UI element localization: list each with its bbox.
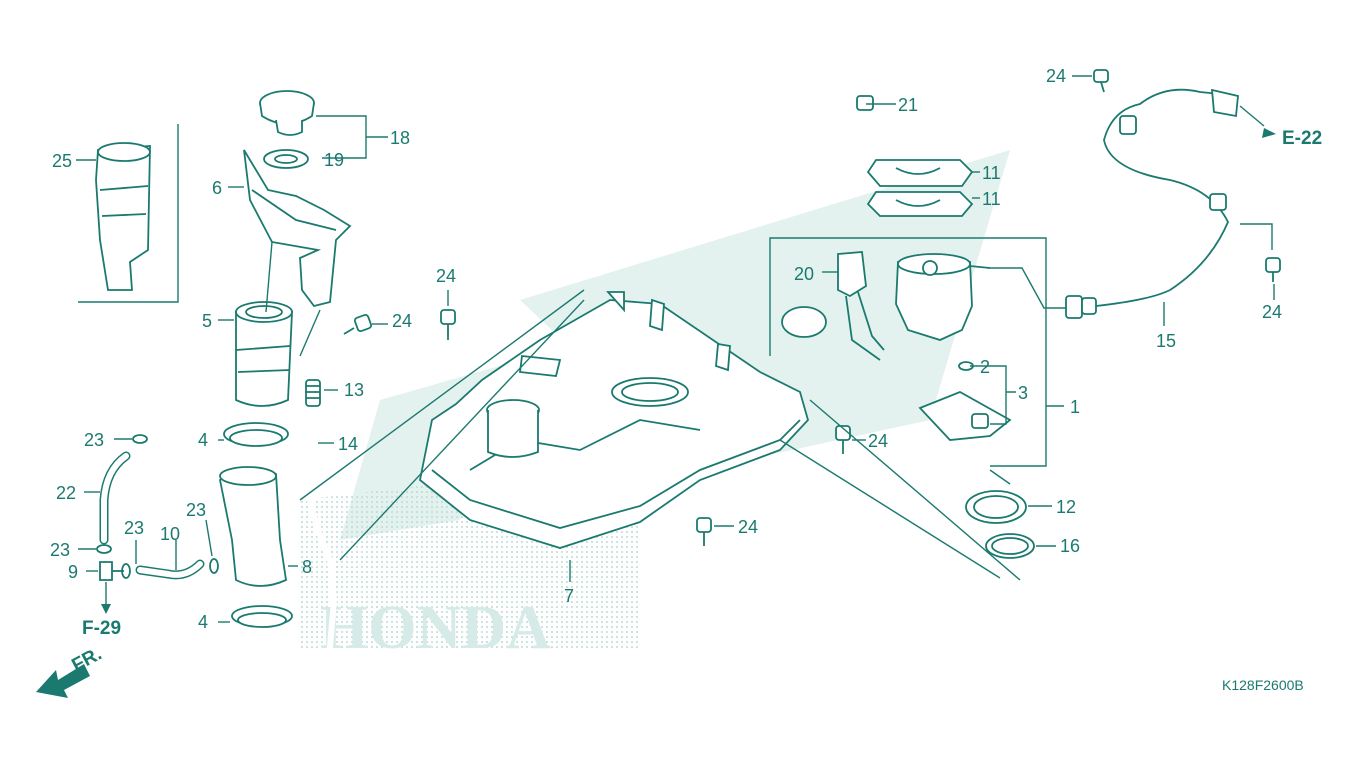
label-11a: 11 [982, 163, 1001, 183]
leader-lines [76, 75, 1275, 623]
part-1-fuel-pump-group-frame [769, 237, 1047, 467]
part-23-clip-b[interactable] [96, 544, 112, 554]
label-9: 9 [68, 562, 78, 582]
e22-arrow-head [1262, 128, 1276, 138]
label-25: 25 [52, 151, 72, 171]
part-8-connecting-tube[interactable] [218, 466, 287, 587]
part-1-fuel-pump[interactable] [895, 253, 991, 341]
label-12: 12 [1056, 497, 1076, 517]
part-6-filler-cover[interactable] [243, 149, 352, 308]
front-direction-arrow [36, 664, 90, 698]
part-5-filler-neck[interactable] [235, 301, 293, 407]
inset-box [78, 124, 179, 303]
part-24-bolt-f[interactable] [1265, 257, 1281, 282]
part-24-bolt-b[interactable] [343, 313, 373, 335]
ref-f29: F-29 [82, 618, 121, 639]
part-7-fuel-tank[interactable] [419, 291, 810, 549]
part-24-bolt-a[interactable] [440, 309, 456, 340]
drawing-code: K128F2600B [1222, 677, 1304, 693]
part-18-fuel-cap[interactable] [259, 90, 315, 136]
label-19: 19 [324, 150, 344, 170]
part-24-bolt-e[interactable] [1093, 69, 1109, 93]
label-1: 1 [1070, 397, 1080, 417]
label-24f: 24 [1262, 302, 1282, 322]
label-2: 2 [980, 357, 990, 377]
part-24-bolt-c[interactable] [835, 425, 851, 454]
label-3: 3 [1018, 383, 1028, 403]
part-23-clip-d[interactable] [209, 558, 219, 574]
label-15: 15 [1156, 331, 1176, 351]
f29-arrow-head [101, 604, 111, 614]
part-11-plate-b[interactable] [866, 191, 974, 217]
part-4-clamp-upper[interactable] [223, 422, 289, 447]
part-20-fuel-gauge-unit[interactable] [781, 251, 885, 361]
ref-e22: E-22 [1282, 128, 1322, 149]
label-24b: 24 [436, 266, 456, 286]
part-11-plate-a[interactable] [866, 159, 974, 187]
part-13-spring[interactable] [305, 379, 321, 407]
label-16: 16 [1060, 536, 1080, 556]
label-23d: 23 [186, 500, 206, 520]
label-8: 8 [302, 557, 312, 577]
part-16-set-ring[interactable] [985, 533, 1035, 559]
label-4a: 4 [198, 430, 208, 450]
label-13: 13 [344, 380, 364, 400]
label-6: 6 [212, 178, 222, 198]
honda-watermark-text: HONDA [320, 594, 551, 662]
label-24e: 24 [1046, 66, 1066, 86]
label-18: 18 [390, 128, 410, 148]
label-22: 22 [56, 483, 76, 503]
label-24d: 24 [738, 517, 758, 537]
part-23-clip-a[interactable] [132, 434, 148, 444]
label-23c: 23 [124, 518, 144, 538]
label-10: 10 [160, 524, 180, 544]
label-23b: 23 [50, 540, 70, 560]
label-24c: 24 [868, 431, 888, 451]
part-10-tube[interactable] [135, 559, 205, 580]
label-14: 14 [338, 434, 358, 454]
label-24a: 24 [392, 311, 412, 331]
part-22-breather-tube[interactable] [99, 451, 131, 545]
part-24-bolt-d[interactable] [696, 517, 712, 546]
part-12-packing[interactable] [965, 490, 1027, 524]
part-21-nut[interactable] [856, 95, 874, 111]
label-23a: 23 [84, 430, 104, 450]
part-4-clamp-lower[interactable] [231, 605, 293, 628]
part-25-fuel-filler-neck-inset[interactable] [95, 142, 151, 291]
part-19-cap-seal[interactable] [263, 149, 309, 169]
label-4b: 4 [198, 612, 208, 632]
part-14-drain-tube[interactable] [303, 425, 338, 673]
label-20: 20 [794, 264, 814, 284]
label-11b: 11 [982, 189, 1001, 209]
part-labels: 18 19 25 6 5 24 24 13 14 4 4 8 23 22 23 … [50, 66, 1282, 632]
part-9-three-way-joint[interactable] [99, 561, 124, 581]
label-7: 7 [564, 586, 574, 606]
label-5: 5 [202, 311, 212, 331]
part-3-pump-plate[interactable] [918, 391, 1012, 441]
part-15-sub-harness[interactable] [1065, 88, 1239, 319]
label-21: 21 [898, 95, 918, 115]
